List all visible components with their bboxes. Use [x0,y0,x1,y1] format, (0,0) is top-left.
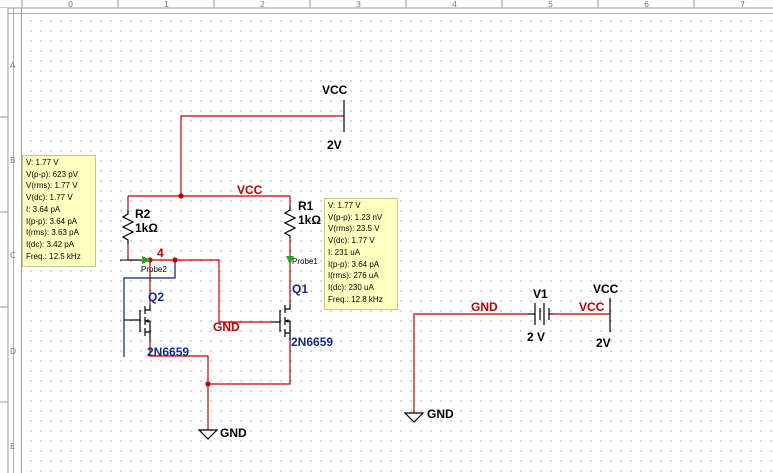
vcc-top-symbol[interactable]: VCC 2V [322,83,348,152]
r2-label: R2 [135,207,151,221]
probe1-icon [286,256,294,265]
ruler-row-label: D [10,347,16,356]
voltage-source-v1[interactable]: V1 2 V [527,287,553,344]
probe2-readout-line: I(dc): 3.42 pA [26,239,75,249]
ruler-col-label: 7 [740,0,745,9]
ruler-row-label: B [10,156,16,165]
gnd-right-label: GND [427,407,454,421]
probe2-readout-line: V(p-p): 623 pV [26,169,79,179]
q2-part: 2N6659 [147,345,189,359]
gnd-bottom-label: GND [220,426,247,440]
resistor-r1[interactable]: R1 1kΩ [283,199,321,238]
ground-bottom-symbol[interactable]: GND [197,426,247,440]
probe1-readout-line: I: 231 uA [328,247,361,257]
ruler-col-label: 6 [644,0,649,9]
vcc-top-value: 2V [327,138,342,152]
vcc-right-label: VCC [593,282,619,296]
ruler-row-label: A [10,61,16,70]
node-label-4: 4 [157,246,164,260]
q1-label: Q1 [292,282,308,296]
r2-value: 1kΩ [135,221,158,235]
ruler-col-label: 3 [356,0,361,9]
resistor-r2[interactable]: R2 1kΩ [121,207,158,244]
wire-gnd-q1[interactable] [207,340,291,430]
probe1-readout-line: V(rms): 23.5 V [328,224,380,234]
q2-label: Q2 [148,290,164,304]
ruler-col-label: 5 [548,0,553,9]
probe2-name: Probe2 [141,265,167,274]
probe2-readout-line: V(dc): 1.77 V [26,193,73,203]
wire-node-4[interactable] [127,244,272,323]
top-ruler: 0 1 2 3 4 5 6 7 [0,0,773,14]
net-label-vcc-rail: VCC [237,183,263,197]
vcc-right-symbol[interactable]: VCC 2V [593,282,619,350]
wire-gnd-q2[interactable] [149,340,209,384]
wires [123,115,610,430]
r1-label: R1 [298,199,314,213]
vcc-top-label: VCC [322,83,348,97]
left-ruler: A B C D E [0,8,22,473]
probe2-readout-line: I: 3.64 pA [26,204,61,214]
wire-vcc-top[interactable] [180,115,344,196]
ruler-row-label: C [10,251,16,260]
probe1-readout-line: V: 1.77 V [328,201,361,210]
probe2-icon [142,256,151,264]
net-label-gnd-mid: GND [213,320,240,334]
ruler-row-label: E [10,442,15,451]
probe2-marker[interactable]: Probe2 [120,256,167,274]
wire-q2-gate[interactable] [123,260,176,321]
probe1-readout-line: Freq.: 12.8 kHz [328,294,383,304]
probe2-readout-line: V: 1.77 V [26,158,59,167]
v1-label: V1 [533,287,548,301]
junctions [147,193,211,387]
probe1-readout-line: I(p-p): 3.64 pA [328,259,380,269]
r1-value: 1kΩ [298,213,321,227]
ruler-col-label: 1 [164,0,169,9]
probe1-name: Probe1 [292,257,318,266]
ruler-col-label: 0 [68,0,73,9]
ruler-col-label: 2 [260,0,265,9]
probe2-readout-line: Freq.: 12.5 kHz [26,251,81,261]
probe1-readout-line: I(dc): 230 uA [328,282,374,292]
probe2-readout-line: I(rms): 3.63 pA [26,228,79,238]
probe2-readout[interactable]: V: 1.77 V V(p-p): 623 pV V(rms): 1.77 V … [22,155,96,267]
v1-value: 2 V [527,330,545,344]
probe1-readout[interactable]: V: 1.77 V V(p-p): 1.23 nV V(rms): 23.5 V… [324,198,398,310]
probe2-readout-line: I(p-p): 3.64 pA [26,216,78,226]
wire-v1-gnd[interactable] [413,313,528,413]
probe2-readout-line: V(rms): 1.77 V [26,181,78,191]
transistor-q1[interactable]: Q1 2N6659 [272,282,333,349]
transistor-q2[interactable]: Q2 2N6659 [131,290,189,359]
net-label-gnd-v1: GND [471,300,498,314]
net-label-vcc-v1: VCC [579,300,605,314]
probe1-readout-line: I(rms): 276 uA [328,271,379,281]
ruler-col-label: 4 [452,0,457,9]
ground-right-symbol[interactable]: GND [403,407,454,423]
vcc-right-value: 2V [596,336,611,350]
probe1-readout-line: V(dc): 1.77 V [328,236,375,246]
probe1-readout-line: V(p-p): 1.23 nV [328,212,383,222]
q1-part: 2N6659 [291,335,333,349]
probe1-marker[interactable]: Probe1 [286,256,318,266]
